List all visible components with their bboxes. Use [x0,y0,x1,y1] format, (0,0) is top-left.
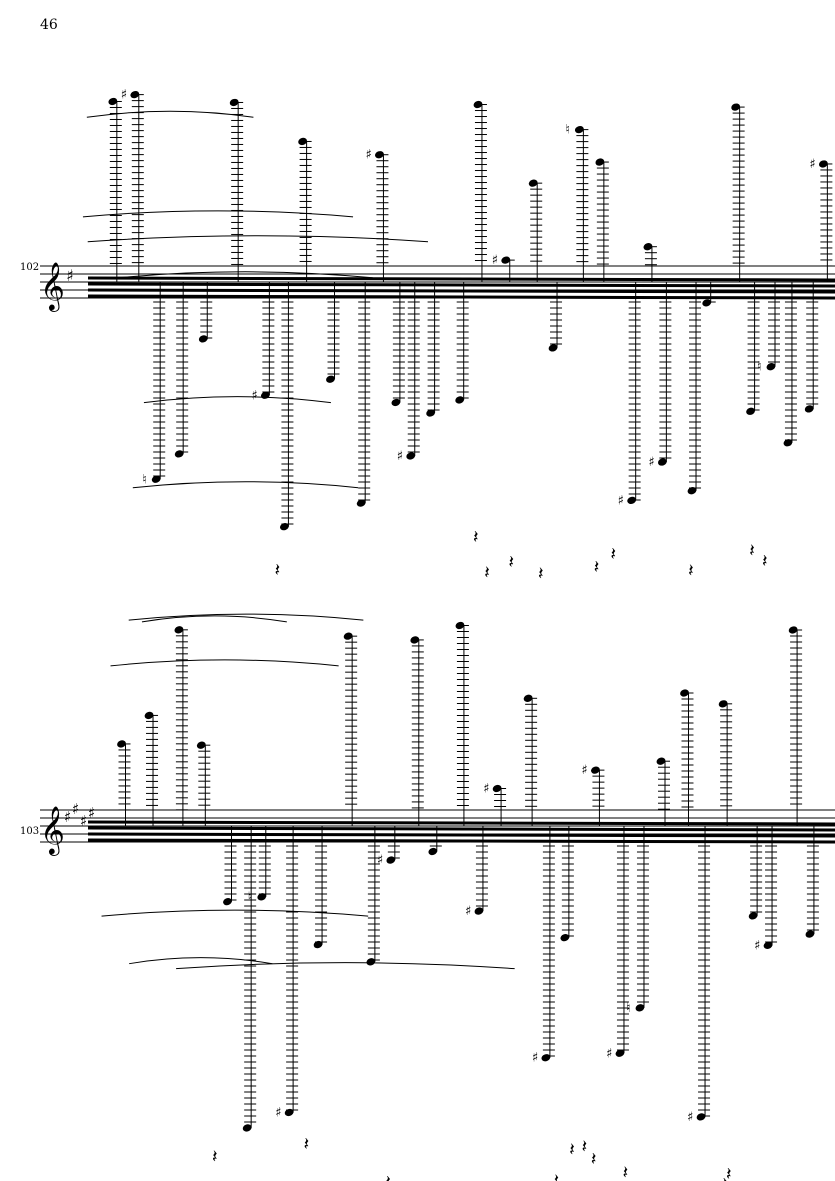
svg-text:♯: ♯ [606,1046,612,1061]
svg-text:𝄽: 𝄽 [538,564,544,585]
svg-text:♮: ♮ [626,1001,631,1016]
svg-text:𝄽: 𝄽 [726,1164,732,1181]
svg-text:♯: ♯ [532,1051,538,1066]
staff-system-102: 𝄞 ♯ ♯♮♯♯♯♯♮♯♯♮♯𝄽𝄽𝄽𝄽𝄽𝄽𝄽𝄽𝄽𝄽 [40,88,835,585]
svg-text:𝄽: 𝄽 [594,557,600,578]
svg-text:♮: ♮ [142,472,147,487]
svg-text:𝄽: 𝄽 [582,1137,588,1158]
svg-text:𝄽: 𝄽 [569,1140,575,1161]
svg-text:𝄽: 𝄽 [275,560,281,581]
svg-text:𝄽: 𝄽 [473,527,479,548]
svg-text:♮: ♮ [757,360,762,375]
svg-text:𝄽: 𝄽 [304,1134,310,1155]
svg-text:♯: ♯ [648,455,654,470]
svg-text:𝄽: 𝄽 [484,563,490,584]
svg-text:𝄽: 𝄽 [591,1149,597,1170]
svg-text:♮: ♮ [248,890,253,905]
svg-text:♯: ♯ [465,904,471,919]
svg-text:♯: ♯ [72,800,79,818]
svg-text:♯: ♯ [483,782,489,797]
svg-text:𝄽: 𝄽 [509,552,515,573]
svg-text:𝄽: 𝄽 [623,1162,629,1181]
svg-text:𝄽: 𝄽 [212,1146,218,1167]
svg-text:♯: ♯ [754,938,760,953]
key-signature-103: ♯♯ ♯♯ [64,800,95,830]
svg-text:♯: ♯ [121,88,127,103]
key-signature-102: ♯ [66,266,74,285]
note-cluster-103: ♮♯♯♯♯♯♯♯♮♯♯𝄽𝄽𝄽𝄽𝄽𝄽𝄽𝄽𝄽𝄽 [87,613,835,1181]
svg-text:♯: ♯ [618,493,624,508]
svg-text:♯: ♯ [365,148,371,163]
svg-text:𝄽: 𝄽 [385,1172,391,1181]
svg-text:♯: ♯ [88,804,95,822]
svg-text:♯: ♯ [581,763,587,778]
svg-text:♮: ♮ [565,123,570,138]
svg-text:♯: ♯ [80,812,87,830]
svg-text:♯: ♯ [251,388,257,403]
note-cluster-102: ♯♮♯♯♯♯♮♯♯♮♯𝄽𝄽𝄽𝄽𝄽𝄽𝄽𝄽𝄽𝄽 [82,88,835,585]
svg-text:♯: ♯ [687,1110,693,1125]
svg-text:♯: ♯ [809,157,815,172]
svg-text:♯: ♯ [377,853,383,868]
svg-text:♯: ♯ [64,808,71,826]
svg-text:𝄽: 𝄽 [762,551,768,572]
staff-lines-102 [40,265,835,299]
svg-text:𝄽: 𝄽 [722,1174,728,1181]
measure-number-103: 103 [20,826,40,837]
svg-text:♯: ♯ [397,449,403,464]
staff-lines-103 [40,809,835,843]
svg-text:♯: ♯ [492,253,498,268]
treble-clef-icon: 𝄞 [40,261,65,312]
measure-number-102: 102 [20,262,40,273]
svg-text:𝄽: 𝄽 [610,544,616,565]
svg-text:𝄽: 𝄽 [749,541,755,562]
svg-text:♯: ♯ [275,1105,281,1120]
svg-text:𝄽: 𝄽 [553,1171,559,1181]
staff-system-103: 𝄞 ♯♯ ♯♯ ♮♯♯♯♯♯♯♯♮♯♯𝄽𝄽𝄽𝄽𝄽𝄽𝄽𝄽𝄽𝄽 [40,613,835,1181]
page-number: 46 [40,17,58,33]
svg-text:𝄽: 𝄽 [688,561,694,582]
treble-clef-icon: 𝄞 [40,805,65,856]
